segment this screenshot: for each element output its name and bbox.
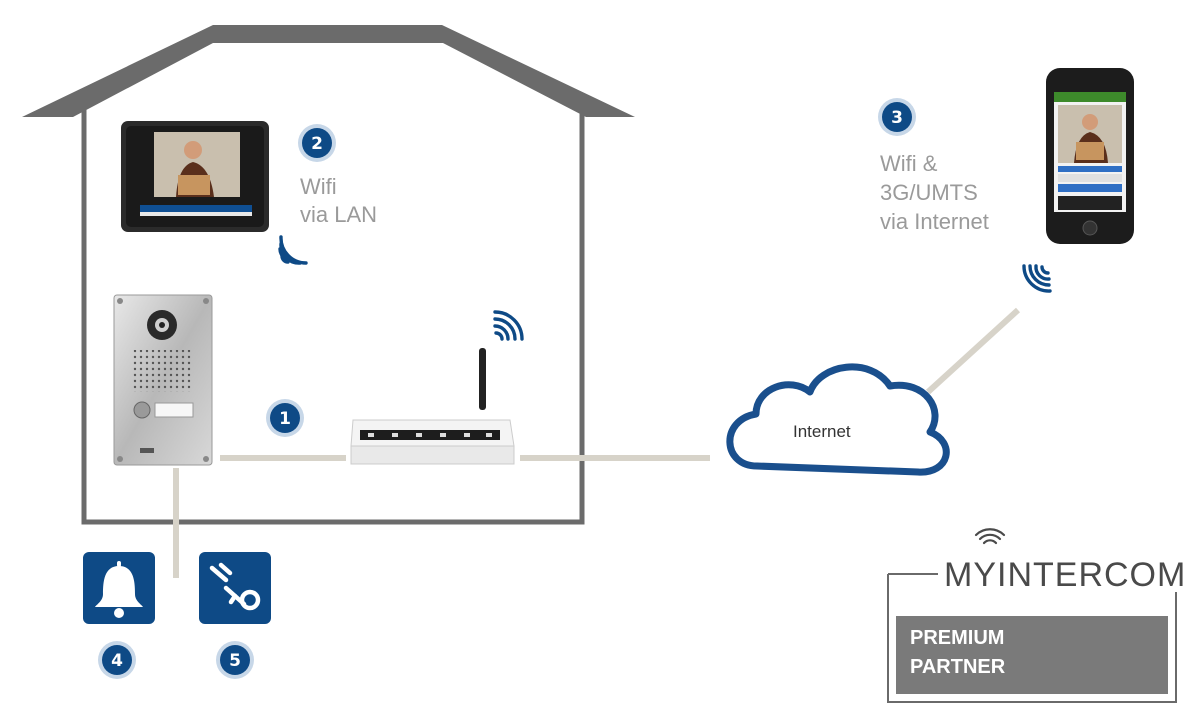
badge-2-number: 2	[311, 134, 323, 154]
house-wall	[81, 95, 585, 525]
badge-3-number: 3	[891, 108, 903, 128]
wifi-router	[350, 348, 515, 465]
indoor-monitor	[121, 121, 269, 232]
partner-text: PARTNER	[910, 656, 1006, 678]
phone-caption-line3: via Internet	[880, 209, 989, 234]
logo-wifi-icon	[974, 528, 1006, 545]
name-plate	[154, 402, 194, 418]
router-antenna	[479, 348, 486, 410]
internet-cloud: Internet	[726, 363, 950, 476]
badge-5: 5	[216, 641, 254, 679]
badge-5-number: 5	[229, 651, 241, 671]
badge-4: 4	[98, 641, 136, 679]
key-icon	[209, 562, 261, 611]
monitor-caption-line2: via LAN	[300, 202, 377, 227]
badge-3: 3	[878, 98, 916, 136]
badge-4-number: 4	[111, 651, 123, 671]
house	[22, 25, 635, 525]
badge-1-number: 1	[279, 409, 291, 429]
door-station	[113, 294, 213, 466]
call-button	[133, 401, 151, 419]
wifi-signal-icon-phone	[1022, 264, 1052, 293]
bell-tile	[83, 552, 155, 624]
logo-brand-text: MYINTERCOM	[944, 556, 1186, 594]
wifi-signal-icon-monitor	[278, 235, 308, 265]
premium-partner-box	[896, 616, 1168, 694]
connection-lines	[173, 307, 1021, 578]
wifi-signal-icon-router	[493, 310, 524, 341]
phone-caption-line2: 3G/UMTS	[880, 180, 978, 205]
door-opener-tile	[199, 552, 271, 624]
speaker-grille	[132, 350, 192, 392]
house-roof	[22, 25, 635, 117]
video-person	[184, 141, 202, 159]
badge-1: 1	[266, 399, 304, 437]
cloud-to-phone-line	[925, 307, 1021, 395]
bell-icon	[95, 561, 143, 618]
cloud-label: Internet	[793, 422, 851, 441]
badge-2: 2	[298, 124, 336, 162]
premium-text: PREMIUM	[910, 627, 1004, 649]
phone-home-button	[1082, 220, 1098, 236]
phone-caption-line1: Wifi &	[880, 151, 938, 176]
monitor-caption-line1: Wifi	[300, 174, 337, 199]
myintercom-premium-partner-logo: MYINTERCOM PREMIUM PARTNER	[887, 528, 1186, 703]
smartphone	[1046, 68, 1134, 244]
